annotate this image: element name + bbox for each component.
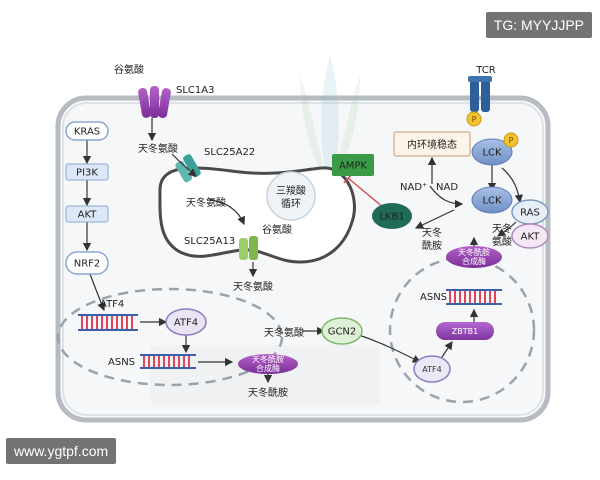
pi3k-node: PI3K (65, 163, 109, 181)
label-slc1a3: SLC1A3 (176, 85, 214, 96)
akt-left-node: AKT (65, 205, 109, 223)
background-watermark-logo (150, 55, 380, 405)
slc25a13-transporter (239, 236, 258, 260)
enzyme-2-line1: 天冬酰胺 (458, 247, 490, 257)
enzyme-1-line2: 合成酶 (256, 363, 280, 373)
ampk-node: AMPK (332, 154, 374, 176)
label-aspartate-2: 天冬氨酸 (233, 280, 273, 293)
label-tca-cycle-line1: 三羧酸 (276, 184, 306, 197)
dna-asns-right (446, 289, 502, 305)
label-aspartate-3: 天冬氨酸 (264, 326, 304, 339)
svg-text:LCK: LCK (482, 196, 502, 207)
svg-text:内环境稳态: 内环境稳态 (407, 138, 457, 151)
watermark-top: TG: MYYJJPP (485, 12, 592, 38)
label-slc25a13: SLC25A13 (184, 236, 235, 247)
label-tca-cycle-line2: 循环 (281, 197, 301, 210)
zbtb1-node: ZBTB1 (436, 322, 494, 340)
tca-cycle-circle (266, 171, 316, 221)
label-glutamate-out: 谷氨酸 (114, 63, 144, 76)
lck-top-node: LCK (471, 138, 513, 166)
svg-text:RAS: RAS (520, 208, 540, 219)
watermark-bottom: www.ygtpf.com (6, 438, 117, 464)
akt-right-node: AKT (511, 223, 549, 249)
label-asparagine-bottom: 天冬酰胺 (248, 386, 288, 399)
atf4-right-node: ATF4 (413, 355, 451, 383)
svg-text:ZBTB1: ZBTB1 (452, 327, 478, 336)
atf4-circle-node: ATF4 (165, 308, 207, 336)
phosphate-1: P (466, 111, 482, 127)
svg-text:ATF4: ATF4 (422, 365, 441, 374)
kras-node: KRAS (65, 121, 109, 141)
nucleus-right (388, 256, 536, 404)
nrf2-node: NRF2 (65, 251, 109, 275)
svg-text:P: P (509, 136, 514, 145)
lkb1-node: LKB1 (372, 203, 412, 229)
phosphate-2: P (503, 132, 519, 148)
label-nad: NAD (436, 182, 458, 193)
ras-node: RAS (511, 199, 549, 225)
enzyme-1-line1: 天冬酰胺 (252, 354, 284, 364)
svg-text:ATF4: ATF4 (174, 318, 198, 329)
label-asn-left-line1: 天冬 (422, 226, 442, 239)
dna-asns-left (140, 354, 196, 369)
cell-membrane-inner (62, 102, 544, 416)
label-asn-right-line2: 氨酸 (492, 235, 512, 248)
svg-text:NRF2: NRF2 (74, 259, 101, 270)
svg-text:GCN2: GCN2 (328, 327, 357, 338)
slc1a3-transporter (138, 86, 171, 119)
svg-text:LKB1: LKB1 (379, 212, 404, 223)
svg-text:P: P (472, 115, 477, 124)
svg-text:AKT: AKT (521, 232, 541, 243)
nucleus-left (56, 287, 284, 387)
ampk-inhibit-line (347, 177, 385, 209)
pathway-arrows (82, 118, 523, 384)
dna-atf4 (78, 314, 138, 331)
tcr-receptor (468, 76, 492, 112)
svg-text:LCK: LCK (482, 148, 502, 159)
label-asn-right-line1: 天冬 (492, 222, 512, 235)
label-asns-top: ASNS (420, 292, 447, 303)
asparagine-synthetase-left (238, 354, 298, 374)
svg-text:AKT: AKT (78, 210, 98, 221)
label-atf4-dna: ATF4 (100, 299, 124, 310)
label-slc25a22: SLC25A22 (204, 147, 255, 158)
homeostasis-box: 内环境稳态 (393, 131, 471, 157)
lck-mid-node: LCK (471, 186, 513, 214)
label-aspartate-1: 天冬氨酸 (138, 142, 178, 155)
label-aspartate-mito: 天冬氨酸 (186, 196, 226, 209)
enzyme-2-line2: 合成酶 (462, 256, 486, 266)
label-glutamate-in: 谷氨酸 (262, 223, 292, 236)
label-tcr: TCR (475, 65, 496, 76)
svg-text:AMPK: AMPK (339, 161, 367, 172)
gcn2-node: GCN2 (321, 317, 363, 345)
label-asns-bottom: ASNS (108, 357, 135, 368)
label-nad-plus: NAD⁺ (400, 182, 427, 193)
svg-text:PI3K: PI3K (76, 168, 98, 179)
svg-text:KRAS: KRAS (74, 127, 100, 138)
label-asn-left-line2: 酰胺 (422, 239, 442, 252)
asparagine-synthetase-right (446, 246, 502, 268)
